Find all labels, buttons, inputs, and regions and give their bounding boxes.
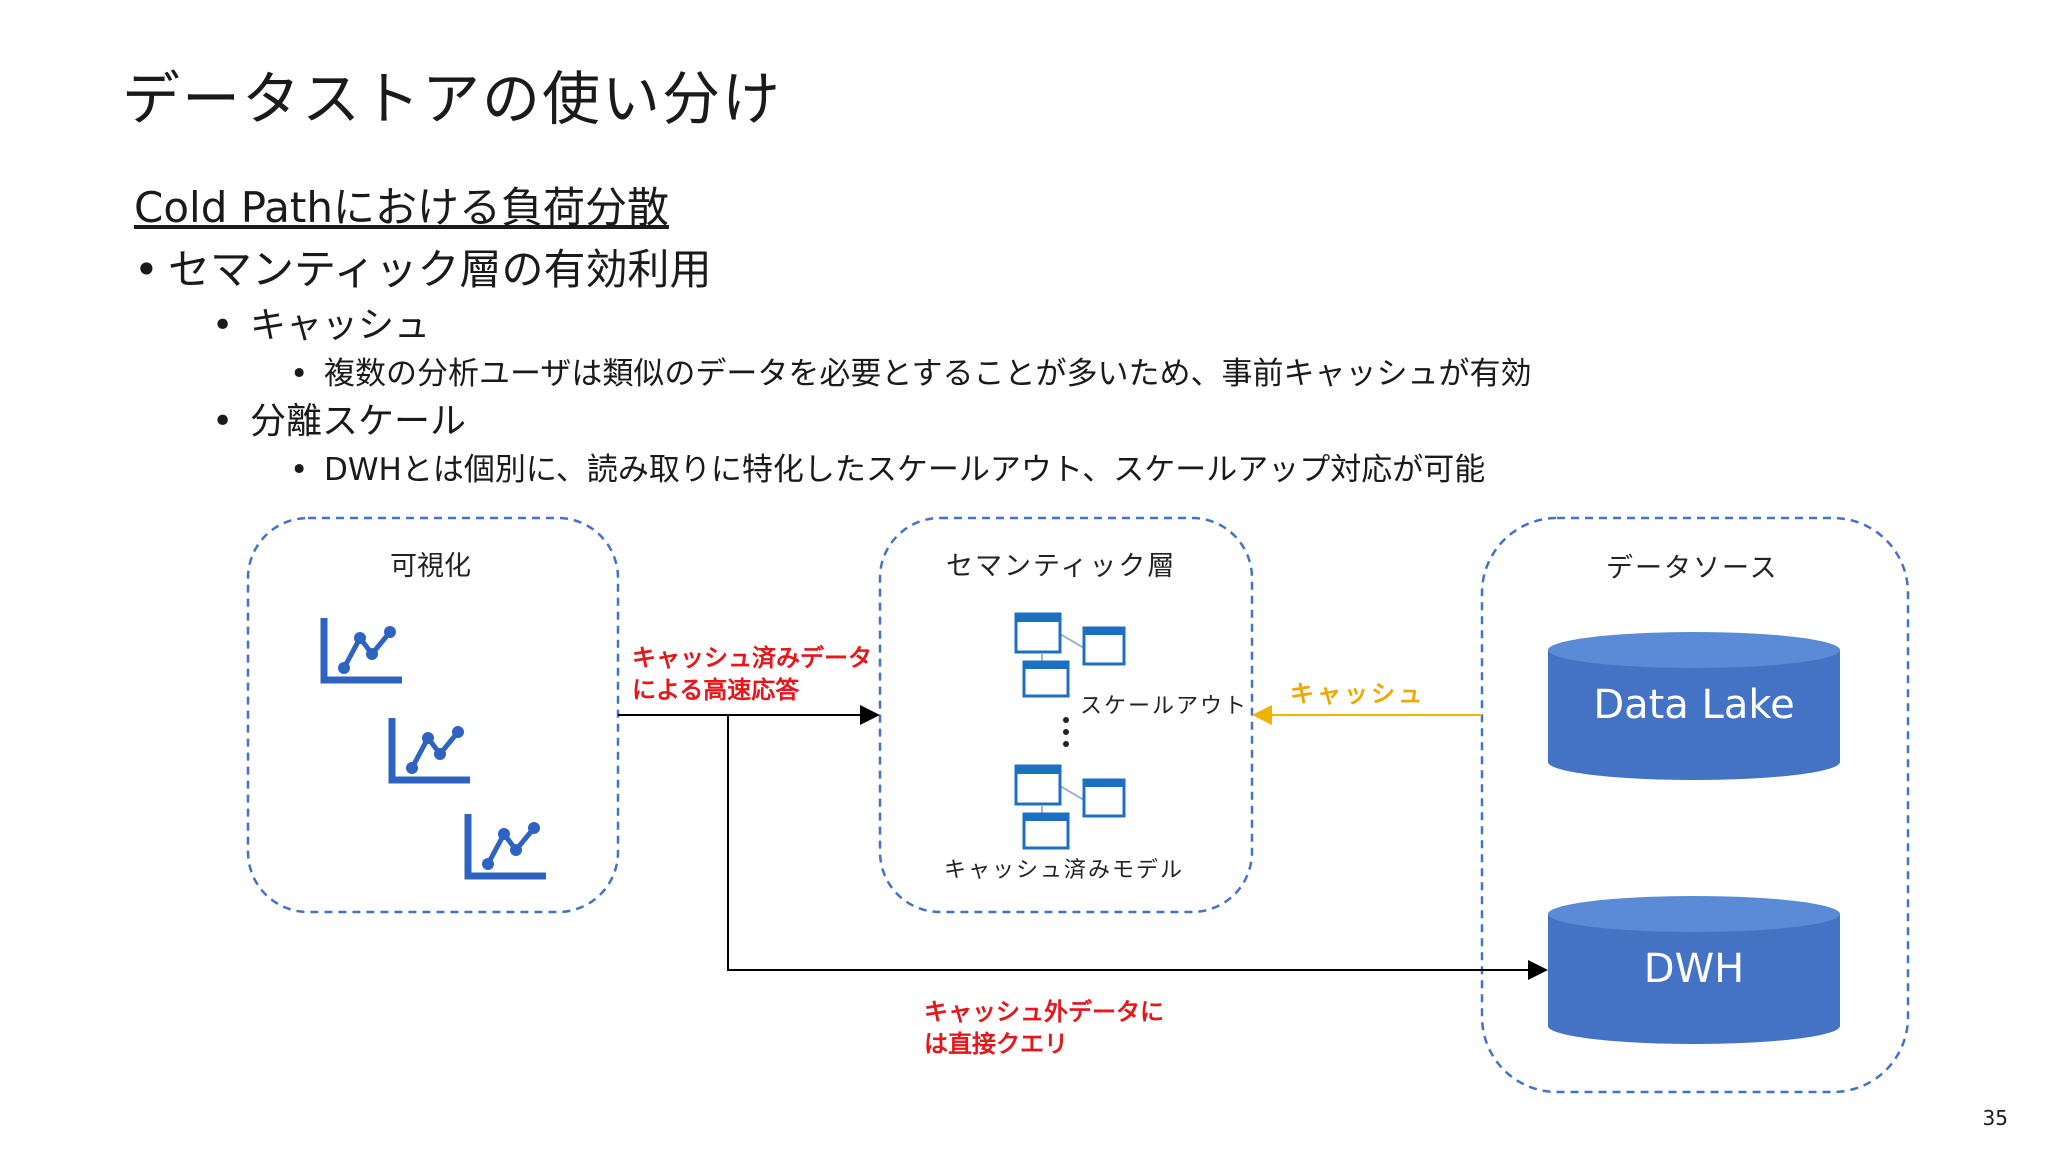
bullet-text: セマンティック層の有効利用 [168,245,712,294]
line-chart-icon [320,618,402,684]
label-line: は直接クエリ [924,1030,1068,1058]
label-line: による高速応答 [632,676,800,704]
slide-title: データストアの使い分け [122,65,783,133]
line-chart-icon [464,814,546,880]
arrow-viz-to-dwh [727,715,1548,980]
bullet-scale-detail: •DWHとは個別に、読み取りに特化したスケールアウト、スケールアップ対応が可能 [290,452,1486,488]
scaleout-label: スケールアウト [1080,694,1249,719]
slide-subtitle: Cold Pathにおける負荷分散 [134,183,669,232]
vertical-ellipsis [1063,717,1069,747]
semantic-layer-label: セマンティック層 [946,551,1177,582]
line-chart-icon [388,718,470,784]
bullet-text: キャッシュ [250,305,431,346]
label-line: キャッシュ外データに [924,998,1164,1026]
bullet-separate-scale: •分離スケール [212,401,467,442]
bullet-semantic-layer: •セマンティック層の有効利用 [134,245,712,294]
model-icon [1014,612,1126,698]
dwh-label: DWH [1643,946,1745,992]
datalake-label: Data Lake [1593,682,1795,728]
datasource-label: データソース [1606,553,1779,584]
cached-model-label: キャッシュ済みモデル [944,858,1185,883]
page-number: 35 [1982,1106,2008,1130]
bullet-text: 複数の分析ユーザは類似のデータを必要とすることが多いため、事前キャッシュが有効 [324,356,1532,392]
label-line: キャッシュ済みデータ [632,644,872,672]
dwh-cylinder [1548,896,1840,1044]
datasource-container [1480,516,1910,1094]
visualization-label: 可視化 [390,551,471,582]
cache-label: キャッシュ [1290,680,1425,708]
bullet-cache-detail: •複数の分析ユーザは類似のデータを必要とすることが多いため、事前キャッシュが有効 [290,356,1532,392]
bullet-text: DWHとは個別に、読み取りに特化したスケールアウト、スケールアップ対応が可能 [324,452,1486,488]
bullet-cache: •キャッシュ [212,305,431,346]
cached-response-label: キャッシュ済みデータ による高速応答 [632,642,872,706]
bullet-text: 分離スケール [250,401,467,442]
direct-query-label: キャッシュ外データに は直接クエリ [924,996,1164,1060]
datalake-cylinder [1548,632,1840,780]
model-icon [1014,764,1126,850]
